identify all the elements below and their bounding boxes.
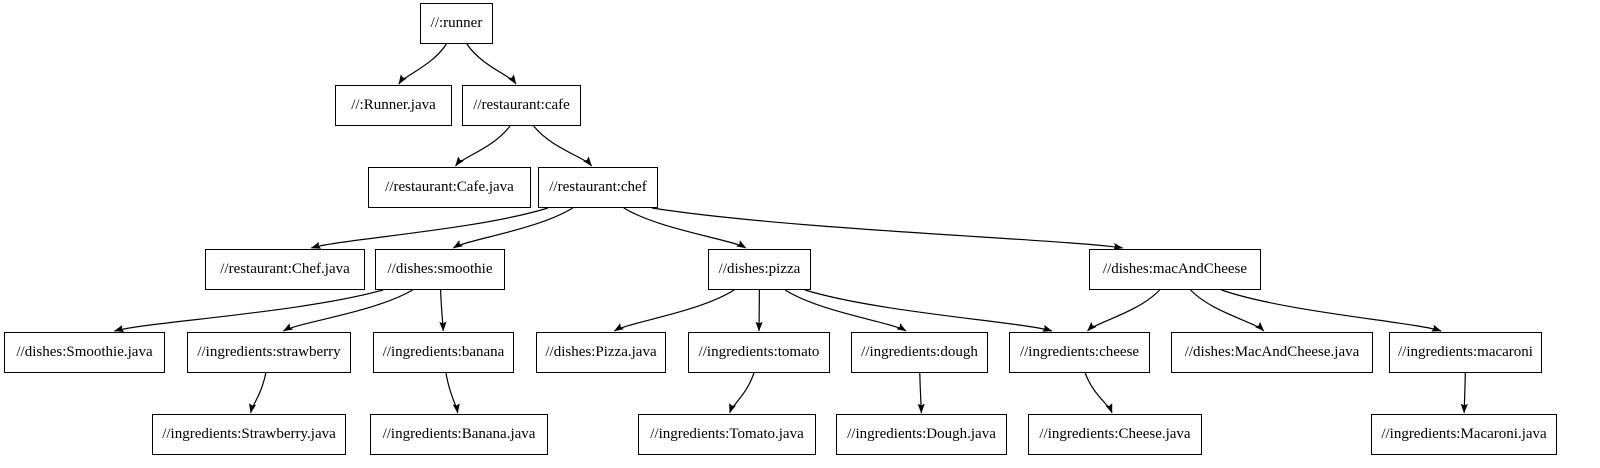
graph-node-label: //restaurant:Cafe.java: [385, 179, 514, 195]
graph-node-dishes_pizza_java[interactable]: //dishes:Pizza.java: [536, 332, 666, 373]
graph-node-label: //ingredients:Strawberry.java: [162, 426, 336, 442]
graph-node-label: //ingredients:Cheese.java: [1039, 426, 1191, 442]
graph-node-label: //ingredients:Macaroni.java: [1381, 426, 1547, 442]
graph-node-restaurant_cafe_java[interactable]: //restaurant:Cafe.java: [368, 167, 531, 208]
graph-node-label: //ingredients:strawberry: [197, 344, 341, 360]
graph-edge-ing_banana-to-ing_banana_java: [445, 372, 460, 414]
graph-edge-dishes_smoothie-to-ing_banana: [439, 289, 447, 332]
graph-edge-ing_cheese-to-ing_cheese_java: [1084, 372, 1113, 414]
graph-node-ing_strawberry_java[interactable]: //ingredients:Strawberry.java: [152, 414, 346, 455]
graph-edge-restaurant_chef-to-dishes_smoothie: [452, 207, 574, 249]
graph-edge-dishes_macandcheese-to-dishes_macandcheese_java: [1190, 289, 1265, 332]
graph-node-dishes_macandcheese_java[interactable]: //dishes:MacAndCheese.java: [1171, 332, 1373, 373]
graph-node-ing_cheese_java[interactable]: //ingredients:Cheese.java: [1028, 414, 1202, 455]
graph-node-label: //dishes:macAndCheese: [1102, 261, 1248, 277]
graph-node-dishes_macandcheese[interactable]: //dishes:macAndCheese: [1089, 249, 1261, 290]
graph-node-label: //:runner: [430, 15, 483, 31]
graph-node-ing_dough_java[interactable]: //ingredients:Dough.java: [836, 414, 1007, 455]
graph-node-ing_tomato_java[interactable]: //ingredients:Tomato.java: [638, 414, 816, 455]
graph-node-ing_tomato[interactable]: //ingredients:tomato: [688, 332, 830, 373]
graph-edge-restaurant_chef-to-restaurant_chef_java: [310, 207, 549, 249]
graph-edge-dishes_macandcheese-to-ing_cheese: [1087, 289, 1161, 332]
graph-edge-dishes_smoothie-to-ing_strawberry: [283, 289, 413, 332]
graph-node-restaurant_cafe[interactable]: //restaurant:cafe: [462, 85, 581, 126]
graph-node-label: //ingredients:banana: [382, 344, 505, 360]
graph-node-ing_strawberry[interactable]: //ingredients:strawberry: [187, 332, 351, 373]
graph-node-label: //restaurant:chef: [549, 179, 647, 195]
graph-node-ing_macaroni[interactable]: //ingredients:macaroni: [1389, 332, 1542, 373]
graph-edge-restaurant_chef-to-dishes_macandcheese: [651, 207, 1124, 251]
graph-edge-dishes_pizza-to-ing_cheese: [804, 289, 1053, 332]
graph-node-ing_banana[interactable]: //ingredients:banana: [373, 332, 514, 373]
graph-edge-dishes_macandcheese-to-ing_macaroni: [1221, 289, 1442, 332]
graph-node-label: //dishes:Pizza.java: [545, 344, 657, 360]
graph-node-ing_banana_java[interactable]: //ingredients:Banana.java: [370, 414, 548, 455]
graph-node-label: //ingredients:Tomato.java: [650, 426, 804, 442]
graph-node-dishes_smoothie[interactable]: //dishes:smoothie: [375, 249, 505, 290]
graph-node-label: //restaurant:cafe: [473, 97, 570, 113]
graph-node-label: //dishes:smoothie: [387, 261, 493, 277]
graph-edge-restaurant_cafe-to-restaurant_cafe_java: [455, 125, 511, 167]
graph-node-ing_cheese[interactable]: //ingredients:cheese: [1009, 332, 1150, 373]
graph-edge-ing_macaroni-to-ing_macaroni_java: [1460, 372, 1468, 414]
graph-edge-runner-to-restaurant_cafe: [466, 43, 517, 85]
graph-node-restaurant_chef_java[interactable]: //restaurant:Chef.java: [205, 249, 365, 290]
graph-node-label: //dishes:pizza: [718, 261, 801, 277]
graph-node-label: //dishes:Smoothie.java: [16, 344, 153, 360]
graph-node-label: //ingredients:Banana.java: [382, 426, 536, 442]
graph-node-label: //:Runner.java: [351, 97, 436, 113]
graph-node-label: //ingredients:tomato: [698, 344, 820, 360]
graph-node-label: //restaurant:Chef.java: [220, 261, 350, 277]
graph-edge-ing_strawberry-to-ing_strawberry_java: [249, 372, 267, 414]
graph-node-label: //ingredients:Dough.java: [847, 426, 996, 442]
graph-node-restaurant_chef[interactable]: //restaurant:chef: [538, 167, 658, 208]
graph-node-label: //ingredients:dough: [861, 344, 978, 360]
graph-node-dishes_smoothie_java[interactable]: //dishes:Smoothie.java: [4, 332, 165, 373]
graph-edge-restaurant_cafe-to-restaurant_chef: [533, 125, 593, 167]
graph-node-label: //ingredients:cheese: [1019, 344, 1140, 360]
graph-node-label: //ingredients:macaroni: [1398, 344, 1533, 360]
graph-node-ing_macaroni_java[interactable]: //ingredients:Macaroni.java: [1371, 414, 1557, 455]
graph-node-label: //dishes:MacAndCheese.java: [1184, 344, 1360, 360]
graph-edge-restaurant_chef-to-dishes_pizza: [623, 207, 747, 249]
graph-edge-dishes_pizza-to-dishes_pizza_java: [613, 289, 735, 332]
graph-node-dishes_pizza[interactable]: //dishes:pizza: [708, 249, 811, 290]
graph-edge-ing_dough-to-ing_dough_java: [917, 372, 925, 414]
graph-edge-ing_tomato-to-ing_tomato_java: [729, 372, 755, 414]
graph-node-runner[interactable]: //:runner: [420, 3, 493, 44]
graph-edge-dishes_pizza-to-ing_dough: [784, 289, 907, 332]
graph-edge-runner-to-runner_java: [398, 43, 447, 85]
graph-node-ing_dough[interactable]: //ingredients:dough: [851, 332, 988, 373]
graph-node-runner_java[interactable]: //:Runner.java: [335, 85, 452, 126]
graph-edge-dishes_smoothie-to-dishes_smoothie_java: [114, 289, 384, 333]
